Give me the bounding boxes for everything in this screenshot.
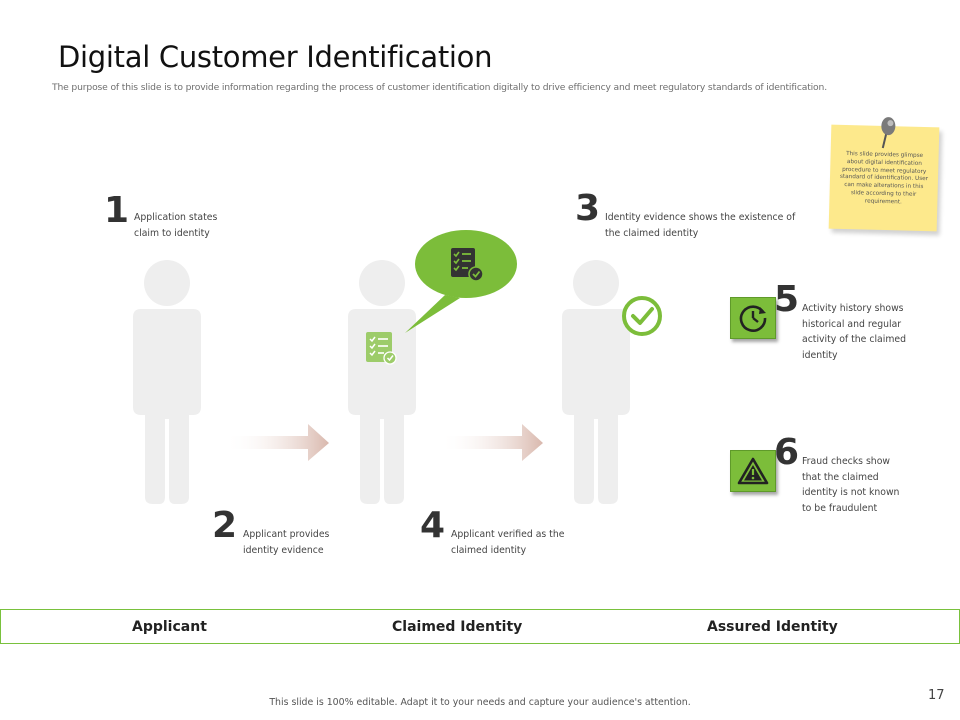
step-5-text: Activity history shows historical and re… (802, 301, 906, 363)
step-5-line-3: activity of the claimed (802, 334, 907, 345)
step-6-number: 6 (774, 432, 800, 473)
pushpin-icon (881, 117, 896, 149)
diagram-graphics (133, 230, 662, 504)
arrow-2 (440, 424, 543, 461)
step-1-line-1: Application states (134, 212, 218, 223)
chest-checklist-icon (366, 332, 397, 365)
step-6-line-1: Fraud checks show (802, 456, 890, 467)
step-2-number: 2 (212, 505, 238, 546)
bar-label-claimed-identity: Claimed Identity (392, 619, 523, 635)
step-2-line-1: Applicant provides (243, 529, 330, 540)
warning-icon (737, 457, 769, 485)
step-5-line-4: identity (802, 349, 838, 361)
sticky-note: This slide provides glimpse about digita… (828, 117, 940, 232)
page-subtitle: The purpose of this slide is to provide … (52, 82, 827, 93)
page-title: Digital Customer Identification (58, 40, 493, 74)
step-4-line-2: claimed identity (451, 544, 527, 556)
step-5-number: 5 (774, 279, 800, 320)
step-6-line-4: to be fraudulent (802, 502, 878, 514)
clock-history-icon-box (730, 297, 776, 339)
step-3-line-1: Identity evidence shows the existence of (605, 212, 796, 223)
person-silhouette-applicant (133, 260, 201, 504)
speech-bubble (405, 230, 517, 333)
step-3-line-2: the claimed identity (605, 227, 699, 239)
step-1-line-2: claim to identity (134, 227, 210, 239)
warning-icon-box (730, 450, 776, 492)
step-6-text: Fraud checks show that the claimed ident… (802, 454, 899, 516)
bar-label-assured-identity: Assured Identity (707, 619, 838, 635)
step-2-text: Applicant provides identity evidence (243, 527, 329, 558)
arrow-1 (225, 424, 329, 461)
step-4-text: Applicant verified as the claimed identi… (451, 527, 564, 558)
step-1-number: 1 (104, 190, 130, 231)
checklist-icon (451, 248, 484, 282)
step-6-line-3: identity is not known (802, 487, 900, 498)
step-4-number: 4 (420, 505, 446, 546)
person-silhouette-claimed (348, 260, 416, 504)
step-5-line-2: historical and regular (802, 318, 902, 330)
step-6-line-2: that the claimed (802, 471, 879, 483)
footer-note: This slide is 100% editable. Adapt it to… (269, 697, 691, 708)
step-5-line-1: Activity history shows (802, 303, 904, 314)
step-4-line-1: Applicant verified as the (451, 529, 565, 540)
page-number: 17 (928, 688, 945, 703)
person-silhouette-assured (562, 260, 630, 504)
step-3-number: 3 (575, 188, 601, 229)
check-circle-icon (622, 296, 662, 336)
identity-stage-bar: Applicant Claimed Identity Assured Ident… (0, 609, 960, 644)
step-2-line-2: identity evidence (243, 544, 324, 556)
step-3-text: Identity evidence shows the existence of… (605, 210, 795, 241)
bar-label-applicant: Applicant (132, 619, 207, 635)
clock-history-icon (739, 305, 767, 332)
step-1-text: Application states claim to identity (134, 210, 217, 241)
